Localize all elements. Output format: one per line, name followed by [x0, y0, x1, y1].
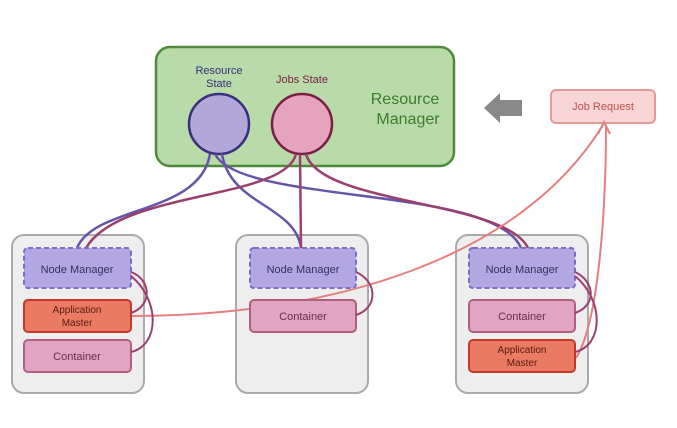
app-master-3-box: [468, 339, 576, 373]
resource-state-circle: [187, 92, 251, 156]
app-master-3-label-line1: Application: [498, 345, 547, 356]
resource-state-label-line1: Resource: [195, 65, 242, 77]
node-manager-1-box: [23, 247, 132, 289]
node-manager-2-box: [249, 247, 357, 289]
job-request-arrowhead-icon: [597, 119, 611, 135]
job-request-to-am1-line: [129, 124, 604, 317]
js-to-nm1-line: [84, 153, 298, 249]
jobs-state-connections: [84, 153, 530, 249]
node-2-internal-links: [355, 271, 374, 316]
js-to-nm2-line: [298, 153, 303, 249]
node-manager-3-label: Node Manager: [486, 264, 559, 276]
container-3-label: Container: [498, 311, 546, 323]
job-request-label: Job Request: [572, 101, 634, 113]
resource-manager-title-line2: Manager: [376, 111, 440, 128]
app-master-3-label-line2: Master: [507, 358, 538, 369]
app-master-1-box: [23, 299, 132, 333]
node-3-internal-links: [574, 271, 598, 353]
nm1-to-am1-link: [130, 271, 148, 314]
nm2-to-c2-link: [355, 271, 374, 316]
app-master-1-label-line2: Master: [62, 318, 93, 329]
jobs-state-label: Jobs State: [276, 74, 328, 86]
resource-state-label-line2: State: [206, 78, 232, 90]
resource-manager-title-line1: Resource: [371, 91, 440, 108]
node-manager-3-box: [468, 247, 576, 289]
container-2-box: [249, 299, 357, 333]
container-1-label: Container: [53, 351, 101, 363]
job-request-connections: [129, 119, 611, 359]
js-to-nm3-line: [304, 153, 530, 249]
container-1-box: [23, 339, 132, 373]
rs-to-nm1-line: [75, 153, 212, 249]
jobs-state-circle: [270, 92, 334, 156]
container-3-box: [468, 299, 576, 333]
container-2-label: Container: [279, 311, 327, 323]
node-manager-1-label: Node Manager: [41, 264, 114, 276]
node-1-internal-links: [130, 271, 154, 353]
app-master-1-label-line1: Application: [53, 305, 102, 316]
job-request-to-am3-line: [575, 124, 607, 359]
node-manager-2-label: Node Manager: [267, 264, 340, 276]
nm3-to-am3-link: [574, 275, 598, 353]
rs-to-nm2-line: [220, 153, 303, 249]
submit-arrow-icon: [484, 93, 522, 123]
nm1-to-c1-link: [130, 275, 154, 353]
rs-to-nm3-line: [213, 153, 523, 249]
